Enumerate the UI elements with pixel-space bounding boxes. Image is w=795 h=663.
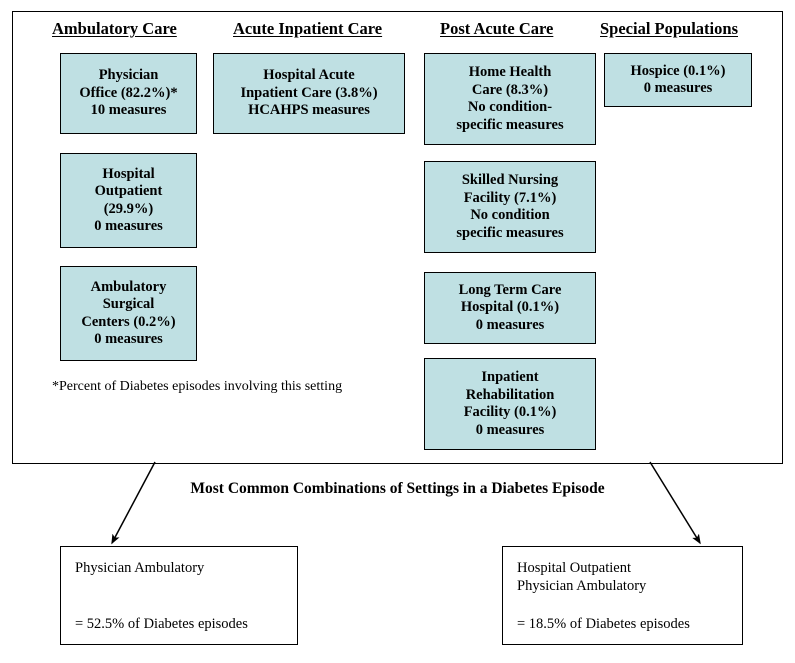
combination-percent: = 18.5% of Diabetes episodes xyxy=(517,616,690,632)
setting-line: Hospital xyxy=(102,165,155,182)
setting-line: specific measures xyxy=(456,224,564,241)
setting-line: Home Health xyxy=(468,64,552,80)
setting-line: 0 measures xyxy=(475,316,545,333)
setting-line: Centers (0.2%) xyxy=(81,313,176,330)
setting-line: 0 measures xyxy=(643,80,713,96)
combination-setting: Physician Ambulatory xyxy=(75,560,205,576)
setting-line: HCAHPS measures xyxy=(248,102,370,119)
setting-box-skilled-nursing-facility[interactable]: Skilled Nursing Facility (7.1%) No condi… xyxy=(424,161,596,253)
setting-line: Office (82.2%)* xyxy=(79,84,178,101)
setting-line: Hospice (0.1%) xyxy=(630,62,726,79)
setting-line: Physician xyxy=(98,67,159,84)
setting-line: 10 measures xyxy=(90,102,167,119)
setting-line: Skilled Nursing xyxy=(461,172,559,188)
setting-line: Rehabilitation xyxy=(465,386,555,403)
bottom-section-title: Most Common Combinations of Settings in … xyxy=(190,480,605,497)
setting-box-physician-office[interactable]: Physician Office (82.2%)* 10 measures xyxy=(60,53,197,134)
setting-line: Facility (7.1%) xyxy=(463,189,557,206)
setting-line: (29.9%) xyxy=(103,200,154,217)
setting-line: Surgical xyxy=(102,296,155,312)
setting-line: No condition- xyxy=(467,99,553,115)
setting-box-long-term-care-hospital[interactable]: Long Term Care Hospital (0.1%) 0 measure… xyxy=(424,272,596,344)
arrow-to-combination-1 xyxy=(111,461,156,545)
combination-box-1[interactable]: Physician Ambulatory = 52.5% of Diabetes… xyxy=(60,546,298,645)
setting-line: 0 measures xyxy=(475,421,545,438)
setting-line: Outpatient xyxy=(94,183,163,199)
setting-line: 0 measures xyxy=(94,218,163,234)
setting-line: No condition xyxy=(470,207,550,223)
combination-percent: = 52.5% of Diabetes episodes xyxy=(75,616,248,632)
arrow-to-combination-2 xyxy=(649,461,701,545)
setting-line: specific measures xyxy=(456,116,564,133)
combination-setting: Hospital Outpatient xyxy=(517,560,631,576)
setting-box-hospital-outpatient[interactable]: Hospital Outpatient (29.9%) 0 measures xyxy=(60,153,197,248)
setting-line: 0 measures xyxy=(94,331,163,347)
setting-line: Inpatient xyxy=(481,369,539,385)
setting-box-inpatient-rehabilitation-facility[interactable]: Inpatient Rehabilitation Facility (0.1%)… xyxy=(424,358,596,450)
setting-line: Long Term Care xyxy=(458,281,562,298)
column-header-post-acute-care: Post Acute Care xyxy=(440,19,554,38)
combination-box-2[interactable]: Hospital Outpatient Physician Ambulatory… xyxy=(502,546,743,645)
setting-line: Hospital (0.1%) xyxy=(460,299,560,316)
setting-box-ambulatory-surgical-centers[interactable]: Ambulatory Surgical Centers (0.2%) 0 mea… xyxy=(60,266,197,361)
column-header-acute-inpatient-care: Acute Inpatient Care xyxy=(233,19,383,38)
combination-setting: Physician Ambulatory xyxy=(517,578,647,594)
setting-box-home-health-care[interactable]: Home Health Care (8.3%) No condition- sp… xyxy=(424,53,596,145)
care-settings-frame xyxy=(12,11,783,464)
setting-box-hospice[interactable]: Hospice (0.1%) 0 measures xyxy=(604,53,752,107)
setting-box-hospital-acute-inpatient-care[interactable]: Hospital Acute Inpatient Care (3.8%) HCA… xyxy=(213,53,405,134)
footnote-percent-explanation: *Percent of Diabetes episodes involving … xyxy=(52,379,343,394)
column-header-ambulatory-care: Ambulatory Care xyxy=(52,19,177,38)
setting-line: Facility (0.1%) xyxy=(463,404,557,420)
setting-line: Inpatient Care (3.8%) xyxy=(240,84,378,101)
setting-line: Hospital Acute xyxy=(263,67,355,84)
column-header-special-populations: Special Populations xyxy=(600,19,738,38)
setting-line: Care (8.3%) xyxy=(471,81,549,98)
setting-line: Ambulatory xyxy=(90,278,167,295)
